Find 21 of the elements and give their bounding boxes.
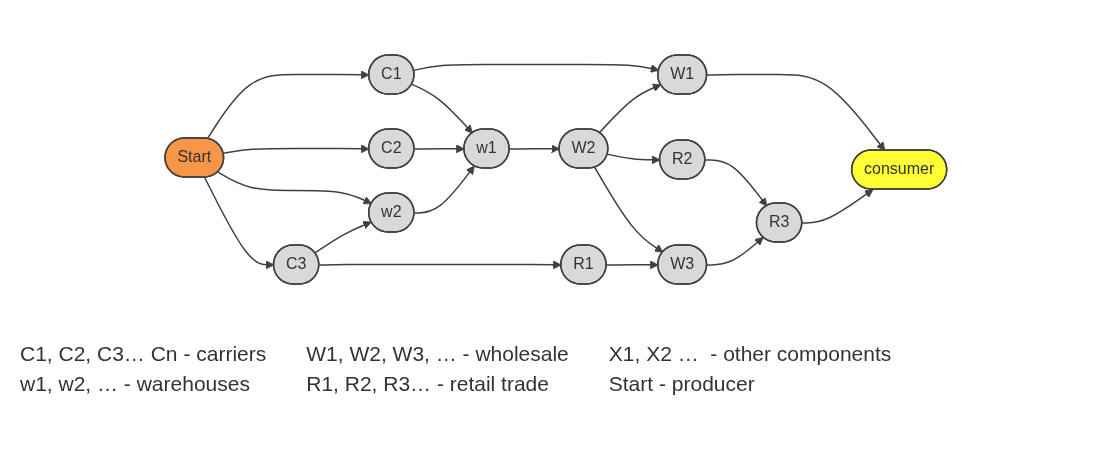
legend-note: C1, C2, C3… Cn - carriers [20,342,267,366]
arrow [411,83,474,134]
arrow [318,259,562,269]
arrow [314,220,372,254]
legend-note: Start - producer [608,372,756,396]
arrow [217,170,373,204]
arrow [413,63,660,73]
arrow [594,166,664,253]
legend-note: w1, w2, … - warehouses [20,372,251,396]
legend-note: W1, W2, W3, … - wholesale [306,342,569,366]
arrow [706,73,886,151]
arrow [598,83,662,133]
arrow [801,188,874,224]
arrow [704,158,768,206]
arrow [706,236,764,266]
arrow [413,165,475,214]
arrow [413,143,465,153]
legend-note: X1, X2 … - other components [608,342,892,366]
legend-note: R1, R2, R3… - retail trade [306,372,550,396]
arrow [206,69,370,139]
arrow [222,143,370,154]
